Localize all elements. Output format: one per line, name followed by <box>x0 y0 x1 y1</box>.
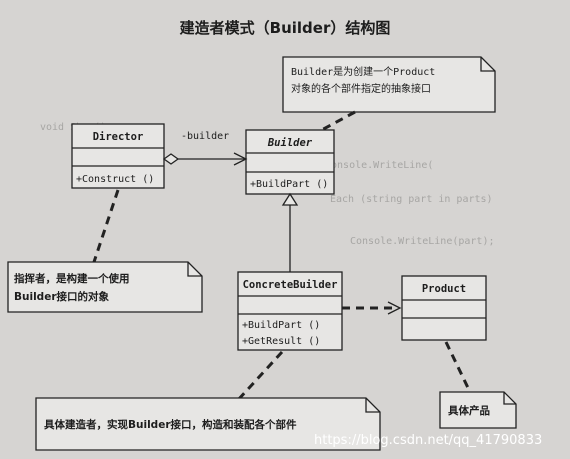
class-box <box>237 271 343 351</box>
dependency-connector <box>342 301 402 315</box>
operation: +GetResult () <box>242 336 320 347</box>
builder-class: Builder +BuildPart () <box>245 129 335 195</box>
dependency-arrowhead <box>387 301 402 315</box>
note-line: 对象的各个部件指定的抽象接口 <box>291 82 431 95</box>
director-class: Director +Construct () <box>71 123 165 189</box>
class-box <box>401 275 487 341</box>
product-note-connector <box>444 341 472 393</box>
class-name: Director <box>93 131 144 143</box>
generalization-triangle <box>281 192 299 206</box>
director-note: 指挥者，是构建一个使用 Builder接口的对象 <box>7 261 203 313</box>
class-name: Product <box>422 283 466 295</box>
bleed-line: Each (string part in parts) <box>330 194 493 205</box>
operation: +BuildPart () <box>250 179 328 190</box>
note-shape <box>282 56 496 113</box>
class-name: Builder <box>267 137 313 149</box>
note-line: Builder接口的对象 <box>14 290 109 303</box>
operation: +BuildPart () <box>242 320 320 331</box>
bleed-line: Console.WriteLine( <box>325 160 433 171</box>
builder-note: Builder是为创建一个Product 对象的各个部件指定的抽象接口 <box>282 56 496 113</box>
note-shape <box>439 391 517 429</box>
diagram-title: 建造者模式（Builder）结构图 <box>180 19 391 37</box>
aggregation-connector: -builder <box>162 131 248 166</box>
note-fold <box>187 262 202 277</box>
aggregation-diamond <box>162 153 180 165</box>
note-line: 具体产品 <box>447 404 490 417</box>
note-fold <box>365 398 380 413</box>
class-box <box>71 123 165 189</box>
class-name: ConcreteBuilder <box>243 279 338 291</box>
builder-note-connector <box>317 110 356 134</box>
note-fold <box>503 392 516 405</box>
association-role: -builder <box>181 131 229 142</box>
operation: +Construct () <box>76 174 154 185</box>
note-fold <box>480 57 495 72</box>
class-box <box>245 129 335 195</box>
note-line: 具体建造者，实现Builder接口，构造和装配各个部件 <box>43 418 297 431</box>
generalization-connector <box>281 192 299 272</box>
note-line: 指挥者，是构建一个使用 <box>14 272 130 285</box>
watermark-text: https://blog.csdn.net/qq_41790833 <box>314 433 542 448</box>
note-shape <box>35 397 381 451</box>
director-note-connector <box>92 189 120 263</box>
concrete-builder-note: 具体建造者，实现Builder接口，构造和装配各个部件 <box>35 397 381 451</box>
bleed-line: Console.WriteLine(part); <box>350 236 495 247</box>
note-shape <box>7 261 203 313</box>
association-arrowhead <box>233 152 248 166</box>
concrete-builder-class: ConcreteBuilder +BuildPart () +GetResult… <box>237 271 343 351</box>
concrete-note-connector <box>236 350 284 402</box>
product-class: Product <box>401 275 487 341</box>
note-line: Builder是为创建一个Product <box>291 65 435 78</box>
product-note: 具体产品 <box>439 391 517 429</box>
